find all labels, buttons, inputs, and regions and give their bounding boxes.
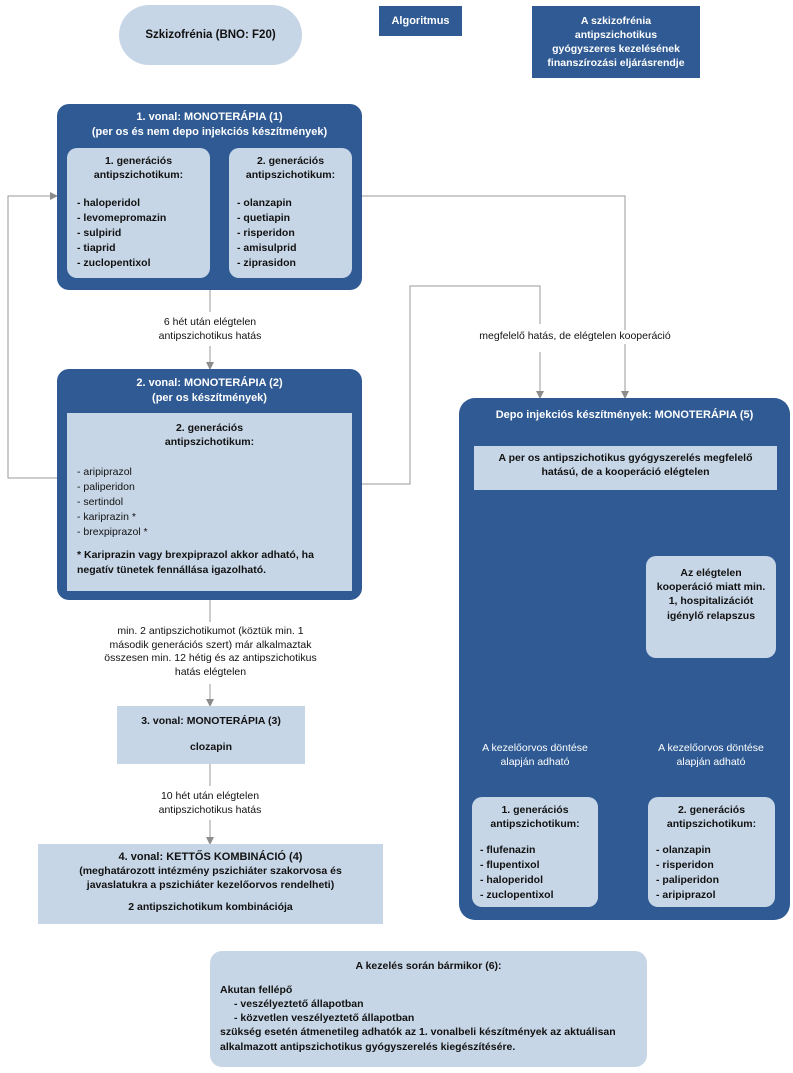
line4-combo: 2 antipszichotikum kombinációja [128,901,293,914]
line2-subtitle: (per os készítmények) [152,391,267,404]
list-item: olanzapin [237,196,344,211]
anytime-list: veszélyeztető állapotban közvetlen veszé… [220,997,637,1025]
depot-gen1-heading: 1. generációs antipszichotikum: [490,804,580,831]
list-item: flupentixol [480,858,590,873]
list-item: zuclopentixol [77,256,200,271]
list-item: haloperidol [480,873,590,888]
depot-condition-box: A per os antipszichotikus gyógyszerelés … [474,446,777,490]
anytime-heading: Akutan fellépő [220,984,293,997]
depot-title: Depo injekciós készítmények: MONOTERÁPIA… [495,409,754,421]
list-item: aripiprazol [656,888,767,903]
procedure-text: A szkizofrénia antipszichotikus gyógysze… [547,15,685,69]
list-item: flufenazin [480,843,590,858]
anytime-box: A kezelés során bármikor (6): Akutan fel… [210,951,647,1067]
anytime-title: A kezelés során bármikor (6): [355,960,502,972]
line4-title: 4. vonal: KETTŐS KOMBINÁCIÓ (4) [118,851,303,863]
line1-gen1-heading: 1. generációs antipszichotikum: [93,155,184,182]
list-item: sertindol [77,495,342,510]
depot-gen2-box: 2. generációs antipszichotikum: olanzapi… [648,797,775,907]
list-item: risperidon [237,226,344,241]
arrow3-label: 10 hét után elégtelen antipszichotikus h… [158,790,262,816]
line2-inner-box: 2. generációs antipszichotikum: aripipra… [67,413,352,591]
list-item: kariprazin * [77,510,342,525]
line1-gen2-heading: 2. generációs antipszichotikum: [245,155,336,182]
line2-list: aripiprazol paliperidon sertindol karipr… [77,465,342,540]
depot-gen2-list: olanzapin risperidon paliperidon aripipr… [656,843,767,903]
line2-title: 2. vonal: MONOTERÁPIA (2) [136,377,283,389]
list-item: zuclopentixol [480,888,590,903]
list-item: tiaprid [77,241,200,256]
line2-panel: 2. vonal: MONOTERÁPIA (2) (per os készít… [57,369,362,600]
depot-gen1-list: flufenazin flupentixol haloperidol zuclo… [480,843,590,903]
list-item: olanzapin [656,843,767,858]
anytime-footer: szükség esetén átmenetileg adhatók az 1.… [220,1026,616,1053]
line1-panel: 1. vonal: MONOTERÁPIA (1) (per os és nem… [57,104,362,290]
line3-title: 3. vonal: MONOTERÁPIA (3) [141,715,281,727]
procedure-box: A szkizofrénia antipszichotikus gyógysze… [532,6,700,78]
cooperation-label: megfelelő hatás, de elégtelen kooperáció [440,330,710,344]
line2-heading: 2. generációs antipszichotikum: [164,422,255,449]
list-item: aripiprazol [77,465,342,480]
line2-note: * Kariprazin vagy brexpiprazol akkor adh… [77,549,314,576]
line4-box: 4. vonal: KETTŐS KOMBINÁCIÓ (4) (meghatá… [38,844,383,924]
line1-gen1-list: haloperidol levomepromazin sulpirid tiap… [77,196,200,271]
line4-desc: (meghatározott intézmény pszichiáter sza… [79,865,342,892]
list-item: veszélyeztető állapotban [234,997,637,1011]
list-item: brexpiprazol * [77,525,342,540]
algorithm-label: Algoritmus [379,6,462,36]
arrow1-label: 6 hét után elégtelen antipszichotikus ha… [158,316,262,342]
depot-gen1-box: 1. generációs antipszichotikum: flufenaz… [472,797,598,907]
depot-relapse-box: Az elégtelen kooperáció miatt min. 1, ho… [646,556,776,658]
line1-gen2-list: olanzapin quetiapin risperidon amisulpri… [237,196,344,271]
doctor-label-left: A kezelőorvos döntése alapján adható [475,742,595,770]
algorithm-text: Algoritmus [391,15,450,27]
list-item: paliperidon [656,873,767,888]
arrow2-label: min. 2 antipszichotikumot (köztük min. 1… [104,625,317,678]
list-item: risperidon [656,858,767,873]
line1-subtitle: (per os és nem depo injekciós készítmény… [91,125,328,138]
depot-gen2-heading: 2. generációs antipszichotikum: [666,804,757,831]
line1-gen2-box: 2. generációs antipszichotikum: olanzapi… [229,148,352,278]
list-item: quetiapin [237,211,344,226]
doctor-label-right: A kezelőorvos döntése alapján adható [651,742,771,770]
list-item: amisulprid [237,241,344,256]
list-item: közvetlen veszélyeztető állapotban [234,1011,637,1025]
line1-title: 1. vonal: MONOTERÁPIA (1) [136,111,283,123]
list-item: paliperidon [77,480,342,495]
list-item: ziprasidon [237,256,344,271]
line1-gen1-box: 1. generációs antipszichotikum: haloperi… [67,148,210,278]
line3-drug: clozapin [189,741,232,754]
diagnosis-pill: Szkizofrénia (BNO: F20) [119,5,302,65]
list-item: haloperidol [77,196,200,211]
list-item: levomepromazin [77,211,200,226]
diagnosis-title: Szkizofrénia (BNO: F20) [145,29,276,41]
list-item: sulpirid [77,226,200,241]
line3-box: 3. vonal: MONOTERÁPIA (3) clozapin [117,706,305,764]
